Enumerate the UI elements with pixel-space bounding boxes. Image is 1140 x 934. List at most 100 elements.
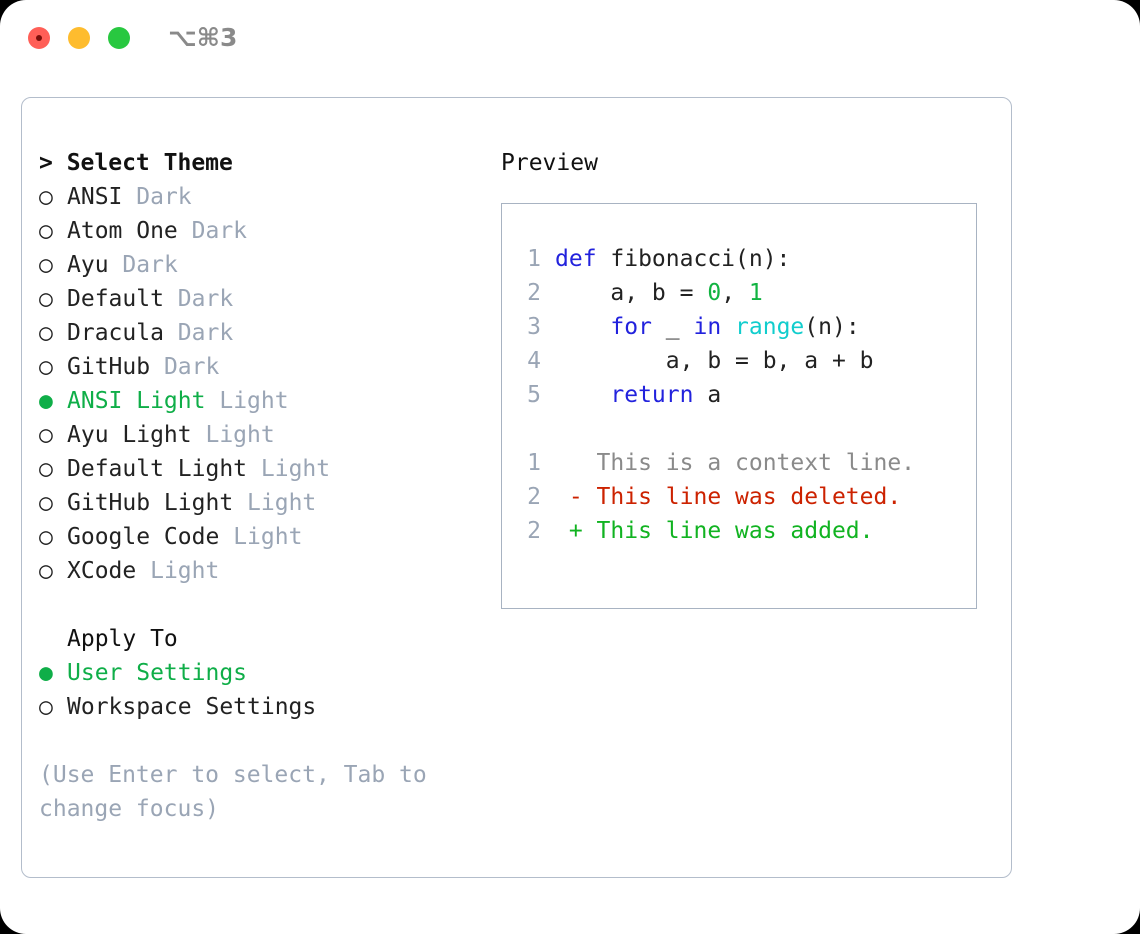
code-token: a, b =: [555, 280, 708, 306]
theme-list[interactable]: ○ANSI Dark○Atom One Dark○Ayu Dark○Defaul…: [39, 180, 489, 588]
theme-name-gap: [247, 456, 261, 482]
code-token: ,: [721, 280, 749, 306]
theme-picker-column: > Select Theme ○ANSI Dark○Atom One Dark○…: [39, 146, 489, 826]
theme-name: Default Light: [67, 456, 248, 482]
code-token: _: [651, 314, 694, 340]
theme-name-gap: [205, 388, 219, 414]
theme-name-gap: [150, 354, 164, 380]
radio-unselected-icon: ○: [39, 286, 53, 312]
code-preview: 1 def fibonacci(n): 2 a, b = 0, 1 3 for _ i…: [513, 242, 915, 548]
code-token: 0: [707, 280, 722, 306]
diff-text: This line was added.: [596, 518, 874, 544]
diff-marker: [555, 450, 597, 476]
line-number: 1: [527, 450, 541, 476]
theme-list-item[interactable]: ○GitHub Light Light: [39, 486, 489, 520]
diff-marker: +: [555, 518, 597, 544]
theme-selector-panel: > Select Theme ○ANSI Dark○Atom One Dark○…: [21, 97, 1012, 878]
theme-variant-label: Dark: [136, 184, 192, 210]
preview-heading: Preview: [501, 150, 598, 176]
code-token: (n):: [804, 314, 860, 340]
theme-list-item[interactable]: ○ ANSI Dark: [39, 180, 489, 214]
radio-unselected-icon: ○: [39, 252, 53, 278]
preview-box: 1 def fibonacci(n): 2 a, b = 0, 1 3 for _ i…: [501, 203, 977, 609]
theme-name: ANSI Light: [67, 388, 206, 414]
radio-unselected-icon: ○: [39, 354, 53, 380]
theme-name-gap: [164, 320, 178, 346]
apply-to-item[interactable]: ○ Workspace Settings: [39, 690, 489, 724]
theme-name: GitHub: [67, 354, 151, 380]
theme-name: Google Code: [67, 524, 220, 550]
theme-list-item[interactable]: ○Ayu Light Light: [39, 418, 489, 452]
code-token: in: [693, 314, 722, 340]
theme-name-gap: [122, 184, 136, 210]
theme-list-item[interactable]: ○XCode Light: [39, 554, 489, 588]
theme-list-item[interactable]: ○Atom One Dark: [39, 214, 489, 248]
theme-name: XCode: [67, 558, 137, 584]
apply-to-list[interactable]: ● User Settings ○ Workspace Settings: [39, 656, 489, 724]
diff-line: 2 + This line was added.: [513, 514, 915, 548]
close-window-button[interactable]: [28, 27, 50, 49]
code-token: a: [693, 382, 722, 408]
theme-name: ANSI: [67, 184, 123, 210]
line-number: 3: [527, 314, 541, 340]
apply-to-label: Workspace Settings: [67, 694, 317, 720]
theme-variant-label: Dark: [177, 286, 234, 312]
theme-list-item[interactable]: ○ GitHub Dark: [39, 350, 489, 384]
theme-list-item[interactable]: ○ Default Dark: [39, 282, 489, 316]
theme-name-gap: [178, 218, 192, 244]
keyboard-shortcut-label: ⌥⌘3: [168, 23, 238, 52]
theme-name: Default: [67, 286, 164, 312]
apply-to-label: User Settings: [67, 660, 248, 686]
line-number: 2: [527, 484, 541, 510]
radio-unselected-icon: ○: [39, 218, 53, 244]
preview-column: Preview 1 def fibonacci(n): 2 a, b = 0, 1 3…: [501, 146, 991, 609]
code-token: def: [555, 246, 597, 272]
code-token: [555, 382, 610, 408]
code-token: 1: [748, 280, 763, 306]
line-number: 5: [527, 382, 541, 408]
theme-list-item[interactable]: ○ Default Light Light: [39, 452, 489, 486]
theme-list-item[interactable]: ○Ayu Dark: [39, 248, 489, 282]
radio-selected-icon: ●: [39, 660, 53, 686]
theme-name: Dracula: [67, 320, 164, 346]
code-token: for: [610, 314, 652, 340]
theme-variant-label: Dark: [177, 320, 234, 346]
diff-marker: -: [555, 484, 597, 510]
theme-name: Atom One: [67, 218, 178, 244]
minimize-window-button[interactable]: [68, 27, 90, 49]
theme-name-gap: [233, 490, 247, 516]
theme-list-item[interactable]: ○ Google Code Light: [39, 520, 489, 554]
radio-unselected-icon: ○: [39, 694, 53, 720]
theme-variant-label: Dark: [122, 252, 178, 278]
theme-list-item[interactable]: ●ANSI Light Light: [39, 384, 489, 418]
theme-variant-label: Light: [150, 558, 220, 584]
radio-unselected-icon: ○: [39, 422, 53, 448]
diff-line: 1 This is a context line.: [513, 446, 915, 480]
theme-variant-label: Dark: [163, 354, 220, 380]
theme-name-gap: [164, 286, 178, 312]
radio-unselected-icon: ○: [39, 456, 53, 482]
line-number: 2: [527, 280, 541, 306]
radio-unselected-icon: ○: [39, 490, 53, 516]
theme-variant-label: Light: [260, 456, 331, 482]
radio-unselected-icon: ○: [39, 524, 53, 550]
list-spacer: [39, 588, 489, 622]
radio-unselected-icon: ○: [39, 184, 53, 210]
theme-variant-label: Light: [219, 388, 289, 414]
line-number: 4: [527, 348, 541, 374]
preview-divider-space: [513, 412, 915, 446]
code-token: a, b = b, a + b: [555, 348, 874, 374]
theme-name-gap: [136, 558, 150, 584]
diff-text: This is a context line.: [596, 450, 916, 476]
line-number: 2: [527, 518, 541, 544]
keyboard-hint-text: (Use Enter to select, Tab to change focu…: [39, 762, 441, 822]
theme-variant-label: Light: [233, 524, 303, 550]
code-token: fibonacci(n):: [596, 246, 791, 272]
apply-to-item[interactable]: ● User Settings: [39, 656, 489, 690]
code-token: range: [735, 314, 805, 340]
code-line: 4 a, b = b, a + b: [513, 344, 915, 378]
radio-unselected-icon: ○: [39, 320, 53, 346]
theme-list-item[interactable]: ○ Dracula Dark: [39, 316, 489, 350]
maximize-window-button[interactable]: [108, 27, 130, 49]
